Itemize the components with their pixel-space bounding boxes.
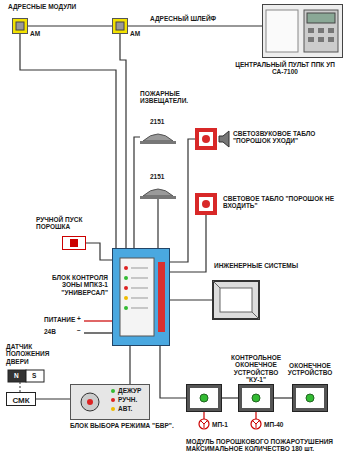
power-wire xyxy=(84,332,112,333)
annotation-label: АДРЕСНЫЕ МОДУЛИ xyxy=(8,3,118,10)
wire-connector xyxy=(274,397,292,398)
annotation-label: + xyxy=(77,315,85,322)
light-sound-panel-shape xyxy=(195,128,217,150)
powder-module-box: МП-1 xyxy=(186,384,222,412)
node-label: ЦЕНТРАЛЬНЫЙ ПУЛЬТ ППК УП СА-7100 xyxy=(230,61,340,76)
control-terminal-box: КОНТРОЛЬНОЕ ОКОНЕЧНОЕ УСТРОЙСТВО "КУ-1"М… xyxy=(238,384,274,412)
powder-module-box-shape xyxy=(186,384,222,412)
wire-connector xyxy=(20,34,116,248)
annotation-label: ДАТЧИК ПОЛОЖЕНИЯ ДВЕРИ xyxy=(6,343,58,365)
node-label: МП-1 xyxy=(212,421,242,428)
wire-connector xyxy=(28,25,112,26)
wire-connector xyxy=(86,243,112,260)
annotation-label: S xyxy=(32,372,40,379)
annotation-label: ДЕЖУР xyxy=(118,387,148,394)
node-label: КОНТРОЛЬНОЕ ОКОНЕЧНОЕ УСТРОЙСТВО "КУ-1" xyxy=(226,354,286,384)
wire-connector xyxy=(120,34,126,248)
annotation-label: МОДУЛЬ ПОРОШКОВОГО ПОЖАРОТУШЕНИЯ МАКСИМА… xyxy=(186,438,344,453)
node-label: ИНЖЕНЕРНЫЕ СИСТЕМЫ xyxy=(214,262,334,269)
fire-detector-shape xyxy=(140,185,176,199)
node-label: 2151 xyxy=(150,173,180,180)
wire-connector xyxy=(128,25,262,26)
annotation-label: АДРЕСНЫЙ ШЛЕЙФ xyxy=(150,15,250,22)
magnet-south xyxy=(26,370,44,382)
node-label: РУЧНОЙ ПУСК ПОРОШКА xyxy=(36,216,102,231)
wire-connector xyxy=(160,346,186,398)
node-label: АМ xyxy=(30,30,50,37)
fire-detector-shape xyxy=(140,130,176,144)
node-label: БЛОК ВЫБОРА РЕЖИМА "БВР". xyxy=(70,422,182,429)
annotation-label: N xyxy=(14,372,22,379)
node-label: АМ xyxy=(130,30,150,37)
zone-control-unit-shape xyxy=(112,248,170,346)
manual-start-button: РУЧНОЙ ПУСК ПОРОШКА xyxy=(62,236,86,250)
wire-connector xyxy=(36,398,70,399)
annotation-label: ПОЖАРНЫЕ ИЗВЕЩАТЕЛИ. xyxy=(140,90,210,105)
node-label: БЛОК КОНТРОЛЯ ЗОНЫ МПКЗ-1 "УНИВЕРСАЛ" xyxy=(40,274,108,296)
central-panel: ЦЕНТРАЛЬНЫЙ ПУЛЬТ ППК УП СА-7100 xyxy=(262,4,343,58)
annotation-label: РУЧН. xyxy=(118,396,148,403)
address-module-shape xyxy=(112,18,128,34)
terminal-box: ОКОНЕЧНОЕ УСТРОЙСТВО xyxy=(292,384,328,412)
sensor-link xyxy=(20,382,21,392)
annotation-label: АВТ. xyxy=(118,405,148,412)
light-sound-panel: СВЕТОЗВУКОВОЕ ТАБЛО "ПОРОШОК УХОДИ" xyxy=(195,128,217,150)
node-label: СМК xyxy=(7,396,35,405)
node-label: СВЕТОЗВУКОВОЕ ТАБЛО "ПОРОШОК УХОДИ" xyxy=(233,130,337,145)
wire-connector xyxy=(170,299,212,300)
node-label: МП-40 xyxy=(264,421,298,428)
address-module-shape xyxy=(12,18,28,34)
address-module: АМ xyxy=(112,18,128,34)
fire-detector: 2151 xyxy=(140,130,176,144)
node-label: ОКОНЕЧНОЕ УСТРОЙСТВО xyxy=(286,362,334,377)
control-terminal-box-shape xyxy=(238,384,274,412)
node-label: 2151 xyxy=(150,118,180,125)
engineering-systems-shape xyxy=(212,280,260,320)
annotation-label: ПИТАНИЕ xyxy=(44,316,78,323)
engineering-systems: ИНЖЕНЕРНЫЕ СИСТЕМЫ xyxy=(212,280,260,320)
manual-start-button-shape xyxy=(62,236,86,250)
fire-detector: 2151 xyxy=(140,185,176,199)
wire-connector xyxy=(170,215,206,272)
central-panel-shape xyxy=(262,4,343,58)
address-module: АМ xyxy=(12,18,28,34)
door-contact-box: СМК xyxy=(6,392,36,406)
light-panel: СВЕТОВОЕ ТАБЛО "ПОРОШОК НЕ ВХОДИТЬ" xyxy=(195,193,217,215)
terminal-box-shape xyxy=(292,384,328,412)
wire-connector xyxy=(157,199,158,248)
wire-connector xyxy=(129,346,130,384)
node-label: СВЕТОВОЕ ТАБЛО "ПОРОШОК НЕ ВХОДИТЬ" xyxy=(223,195,338,210)
wire-connector xyxy=(134,137,140,248)
magnet-north xyxy=(8,370,26,382)
annotation-label: 24В xyxy=(44,328,64,335)
light-panel-shape xyxy=(195,193,217,215)
zone-control-unit: БЛОК КОНТРОЛЯ ЗОНЫ МПКЗ-1 "УНИВЕРСАЛ" xyxy=(112,248,170,346)
wire-connector xyxy=(222,397,238,398)
wire-connector xyxy=(170,139,195,262)
power-wire xyxy=(84,320,112,321)
annotation-label: − xyxy=(77,327,85,334)
